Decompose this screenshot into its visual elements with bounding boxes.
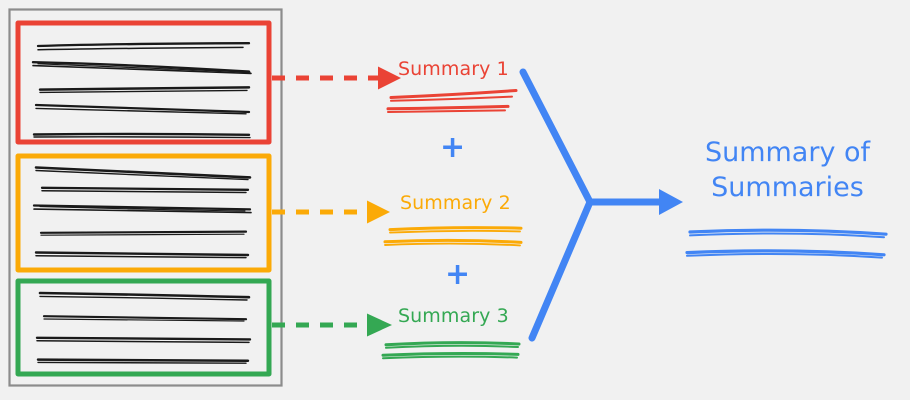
plus-operator-1: + [440,130,466,165]
document-group-orange-lines [32,166,252,259]
summary-1-label: Summary 1 [398,58,509,80]
summary-1-lines [386,89,518,113]
arrow-green-to-summary-3 [272,313,392,337]
arrow-orange-to-summary-2 [272,200,390,224]
document-group-orange[interactable] [15,153,272,273]
source-documents-frame [8,8,283,387]
summary-2-label: Summary 2 [400,192,511,214]
merge-arrow [519,68,683,342]
document-group-red-lines [31,42,252,139]
summary-2-lines [383,226,523,247]
summary-3-label: Summary 3 [398,305,509,327]
document-group-green-lines [35,291,252,364]
summary-3-lines [381,341,521,360]
final-summary-label-line-1: Summary of [704,137,871,168]
plus-operator-2: + [445,257,471,292]
final-summary-label-line-2: Summaries [711,171,864,203]
document-group-red[interactable] [15,20,272,145]
arrow-red-to-summary-1 [272,66,401,90]
final-summary-lines [685,228,888,259]
final-summary-block: Summary of Summaries [690,136,885,205]
document-group-green[interactable] [15,278,272,377]
